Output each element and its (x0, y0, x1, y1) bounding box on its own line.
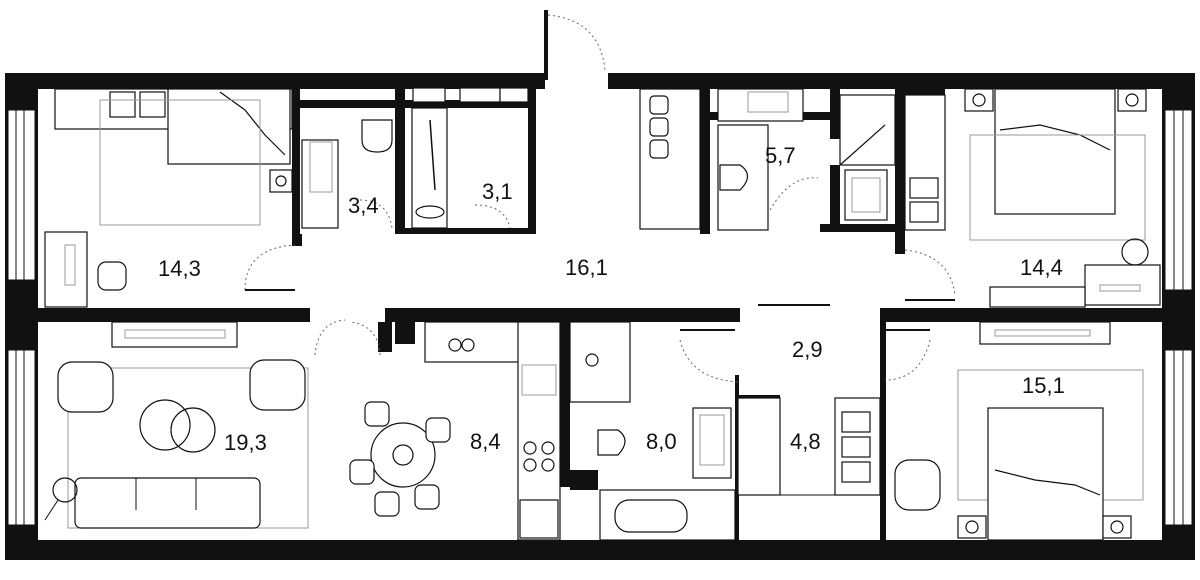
windows (5, 109, 1195, 526)
area-label-bedroom-left: 14,3 (158, 256, 201, 281)
area-labels: 14,3 3,4 3,1 16,1 5,7 14,4 19,3 8,4 8,0 … (158, 143, 1065, 455)
area-label-corridor: 2,9 (792, 337, 823, 362)
area-label-bedroom-bottom-right: 15,1 (1022, 373, 1065, 398)
bedroom-right-furniture (964, 88, 1161, 308)
area-label-hall: 16,1 (565, 255, 608, 280)
bathroom-center-furniture (569, 321, 736, 541)
area-label-kitchen: 8,4 (470, 429, 501, 454)
wardrobe-furniture (737, 397, 881, 496)
area-label-wc-left: 3,4 (348, 193, 379, 218)
living-room-furniture (44, 321, 309, 529)
area-label-bathroom-center: 8,0 (646, 429, 677, 454)
area-label-bathroom-right: 5,7 (765, 143, 796, 168)
bedroom-left-furniture (44, 88, 293, 308)
bathroom-right-furniture (639, 88, 946, 231)
wc-storage-furniture (301, 87, 529, 229)
area-label-storage: 3,1 (482, 179, 513, 204)
area-label-bedroom-right: 14,4 (1020, 255, 1063, 280)
area-label-living-room: 19,3 (224, 430, 267, 455)
doors (244, 14, 956, 383)
area-label-wardrobe: 4,8 (790, 429, 821, 454)
kitchen-furniture (349, 321, 561, 541)
bedroom-bottom-right-furniture (894, 321, 1144, 541)
